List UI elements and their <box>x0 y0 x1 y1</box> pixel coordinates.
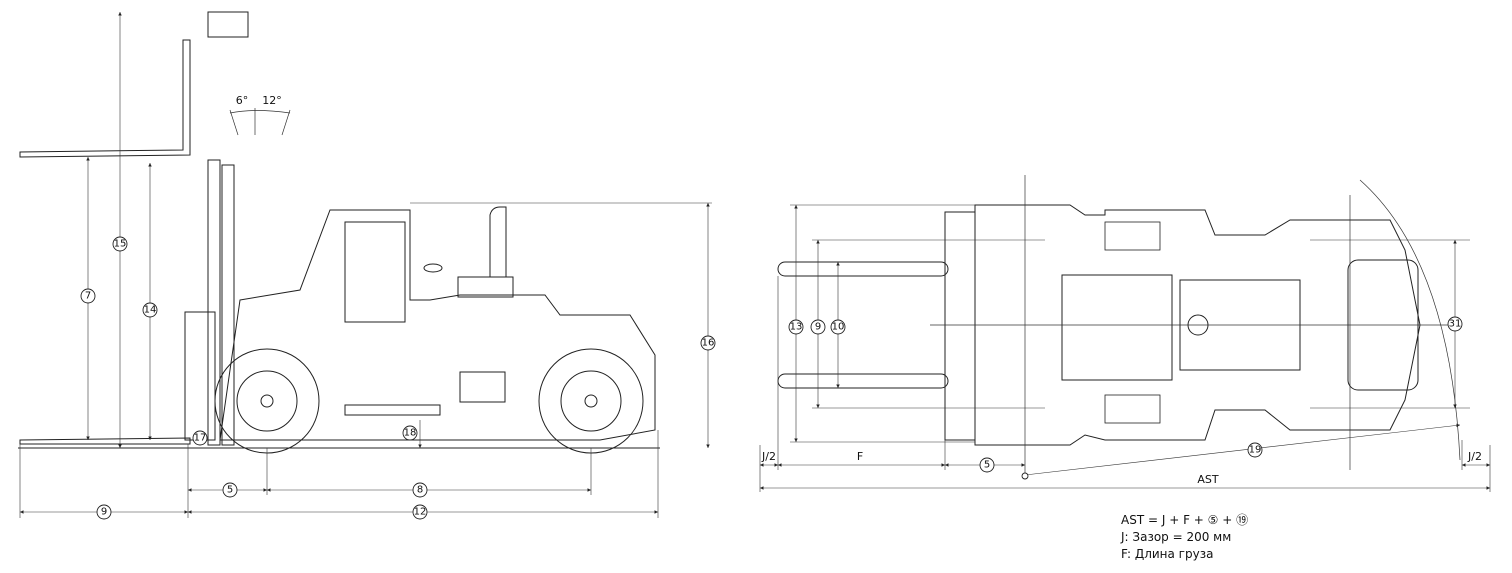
exhaust-pipe <box>489 206 507 277</box>
ast-formula: AST = J + F + ⑤ + ⑲ J: Зазор = 200 мм F:… <box>1121 512 1248 563</box>
upper-fork <box>19 39 191 158</box>
svg-text:5: 5 <box>227 485 233 496</box>
fork-carriage <box>184 311 216 441</box>
rear-wheel <box>538 348 644 454</box>
dim-12: 12 <box>412 504 428 520</box>
dim-19: 19 <box>1247 442 1263 458</box>
top-view: J/2 F AST J/2 13 9 10 31 19 5 <box>759 175 1491 492</box>
dim-18: 18 <box>402 425 418 441</box>
truck-body <box>219 209 656 441</box>
svg-text:7: 7 <box>85 291 91 302</box>
turning-arc <box>1359 179 1461 461</box>
dim-13: 13 <box>788 319 804 335</box>
svg-text:31: 31 <box>1449 319 1462 330</box>
dim-15: 15 <box>112 236 128 252</box>
dim-10: 10 <box>830 319 846 335</box>
cab <box>344 221 406 323</box>
air-intake <box>423 263 443 273</box>
top-fork-right <box>777 373 949 389</box>
svg-text:13: 13 <box>790 322 803 333</box>
dim-5: 5 <box>222 482 238 498</box>
top-fork-left <box>777 261 949 277</box>
svg-text:19: 19 <box>1249 445 1262 456</box>
svg-text:18: 18 <box>404 428 417 439</box>
lower-fork <box>19 437 191 445</box>
tread-plate <box>1104 221 1161 251</box>
angle-backward: 12° <box>262 94 282 107</box>
top-cab <box>1061 274 1173 381</box>
svg-text:9: 9 <box>101 507 107 518</box>
dim-31: 31 <box>1447 316 1463 332</box>
formula-line-3: F: Длина груза <box>1121 547 1214 561</box>
dim-5-top: 5 <box>979 457 995 473</box>
svg-text:9: 9 <box>815 322 821 333</box>
mast-top <box>207 11 249 38</box>
angle-forward: 6° <box>236 94 249 107</box>
dim-7: 7 <box>80 288 96 304</box>
formula-line-2: J: Зазор = 200 мм <box>1121 530 1232 544</box>
label-j-half-left: J/2 <box>761 450 776 463</box>
svg-text:12: 12 <box>414 507 427 518</box>
svg-text:10: 10 <box>832 322 845 333</box>
top-carriage <box>944 211 976 441</box>
label-f: F <box>857 450 863 463</box>
step <box>344 404 441 416</box>
dim-9-top: 9 <box>810 319 826 335</box>
dim-14: 14 <box>142 302 158 318</box>
label-j-half-right: J/2 <box>1467 450 1482 463</box>
svg-text:17: 17 <box>194 433 207 444</box>
svg-text:16: 16 <box>702 338 715 349</box>
side-view: 6° 12° 15 7 14 <box>18 11 716 520</box>
svg-text:5: 5 <box>984 460 990 471</box>
svg-text:14: 14 <box>144 305 157 316</box>
dim-9: 9 <box>96 504 112 520</box>
dim-17: 17 <box>192 430 208 446</box>
tilt-angle-indicator: 6° 12° <box>229 94 291 136</box>
svg-text:8: 8 <box>417 485 423 496</box>
tread-plate <box>1104 394 1161 424</box>
dim-16: 16 <box>700 335 716 351</box>
dim-8: 8 <box>412 482 428 498</box>
formula-line-1: AST = J + F + ⑤ + ⑲ <box>1121 513 1249 527</box>
svg-text:15: 15 <box>114 239 127 250</box>
engine-cover <box>457 276 514 298</box>
mast <box>207 159 221 446</box>
label-ast: AST <box>1197 473 1219 486</box>
